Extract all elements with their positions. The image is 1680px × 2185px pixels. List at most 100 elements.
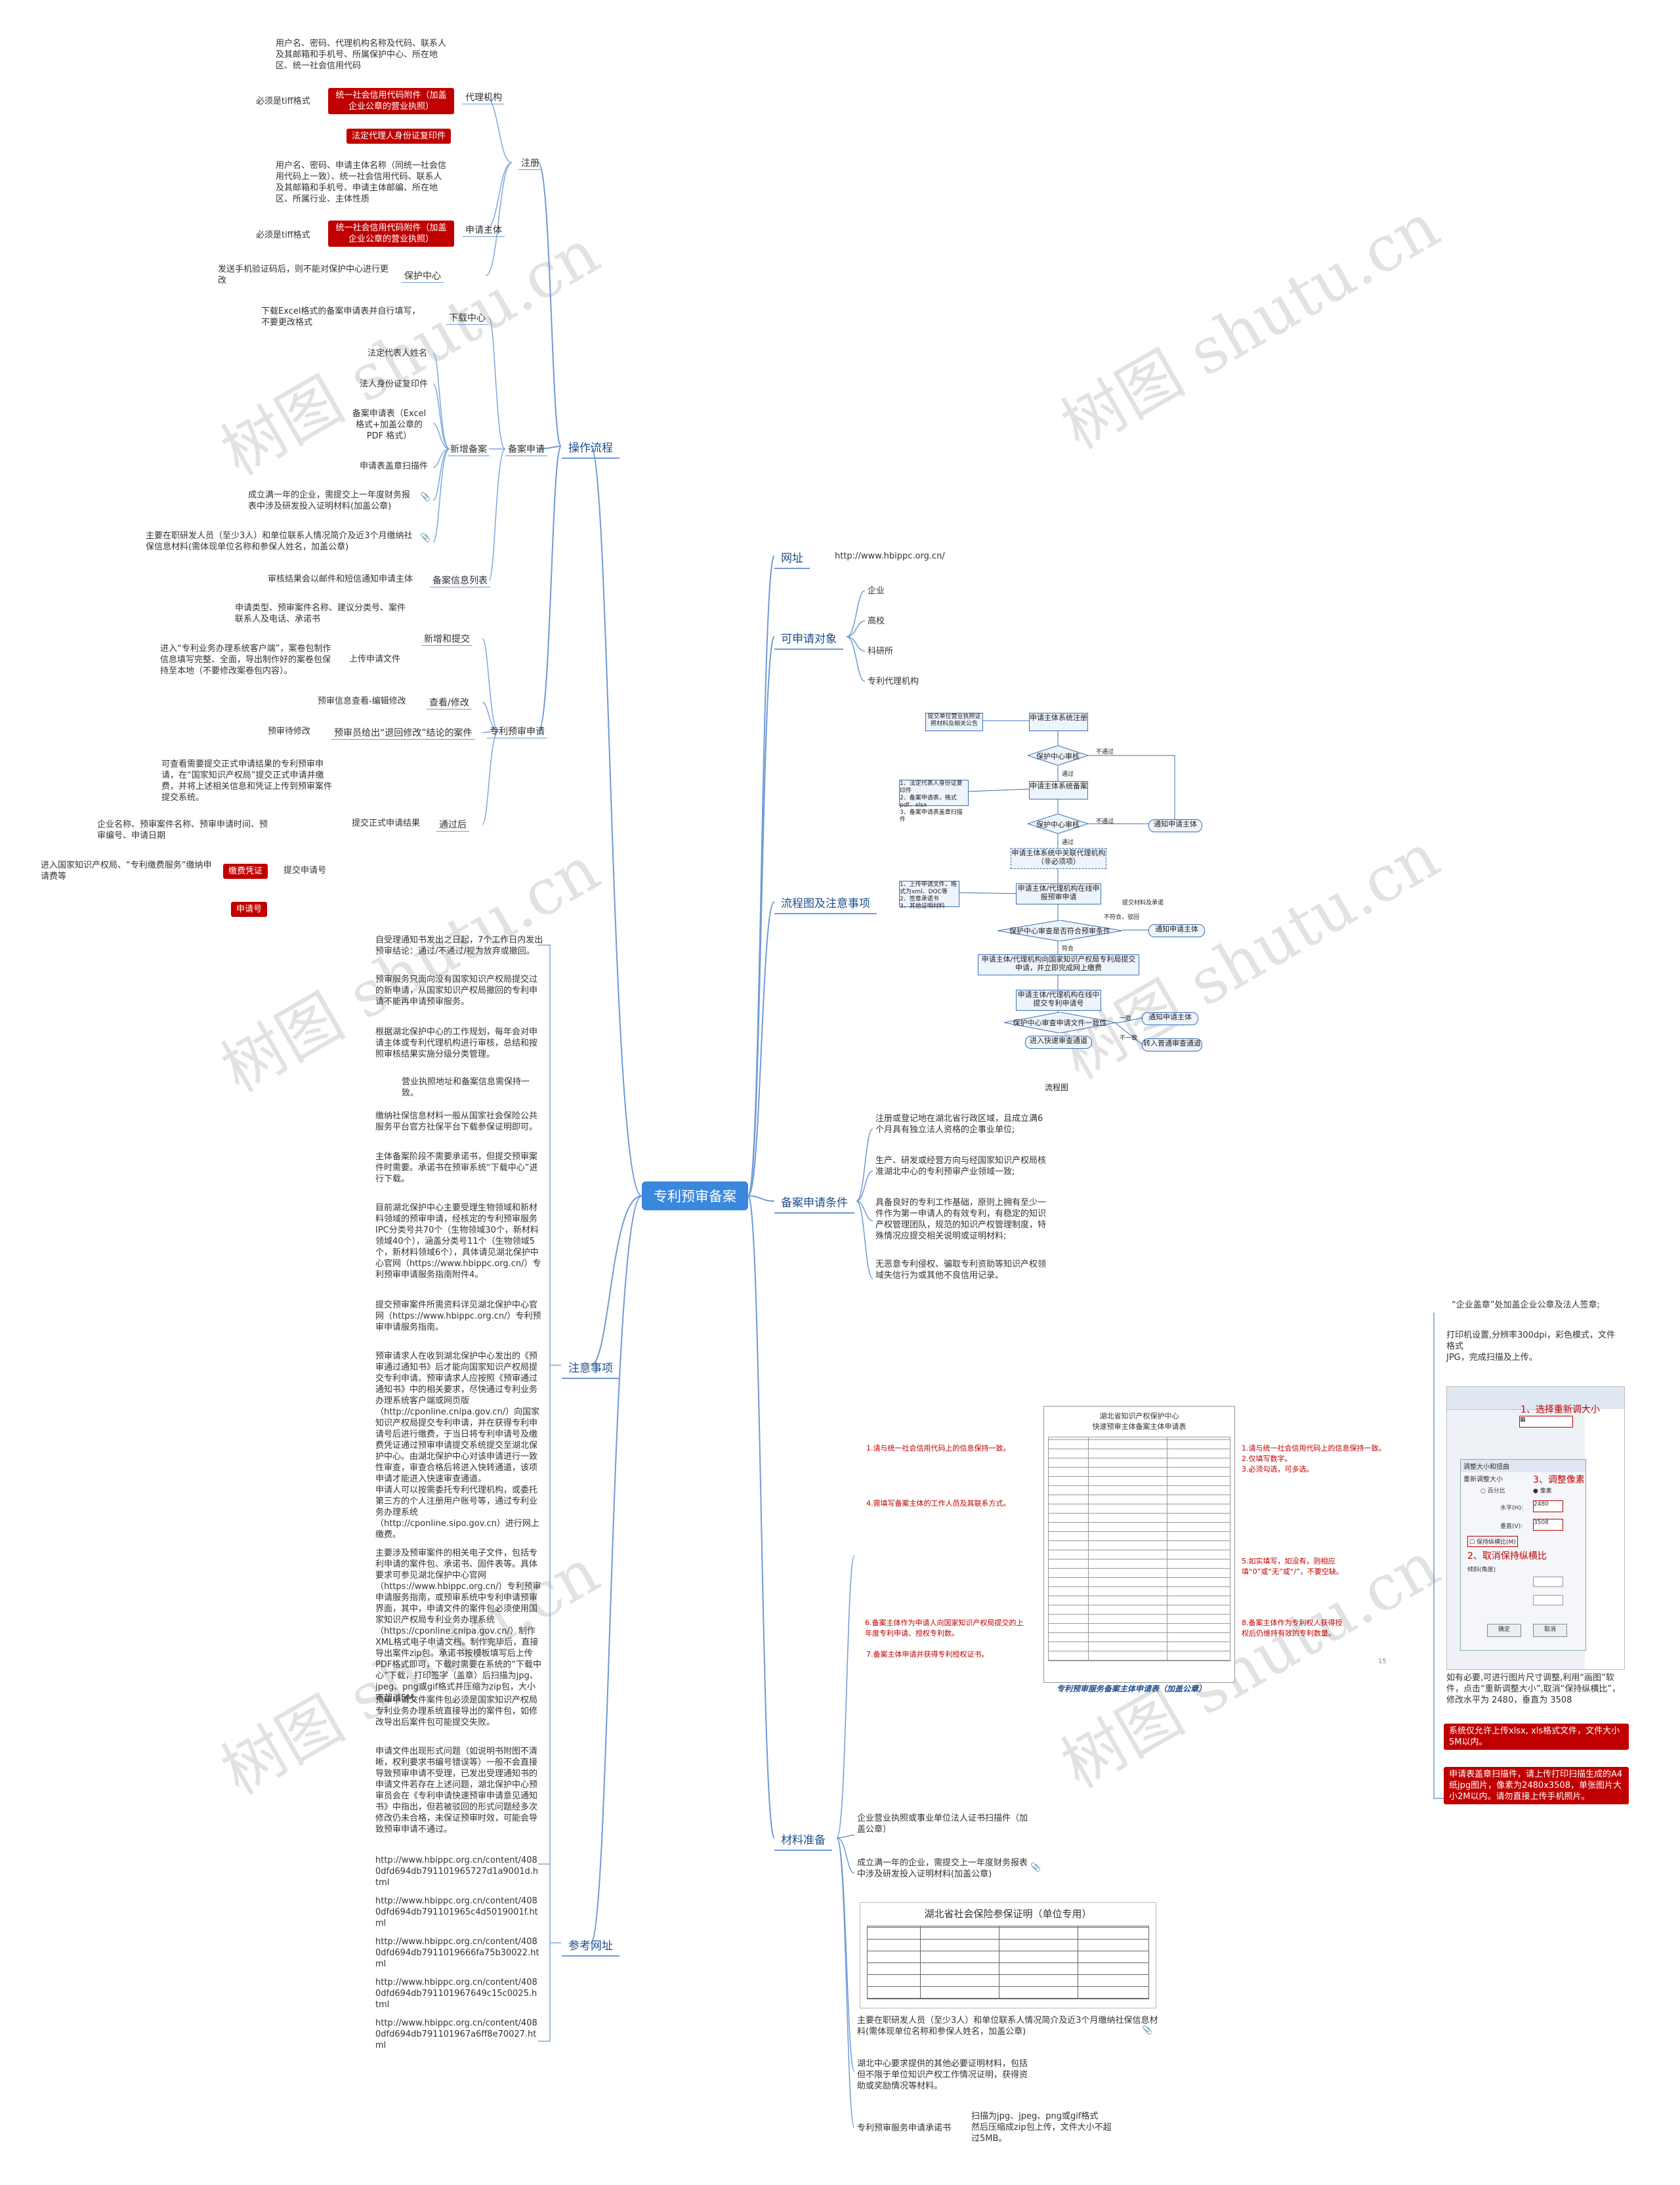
- node-return-modify[interactable]: 预审员给出“退回修改”结论的案件: [331, 726, 475, 740]
- flow-box: 通知申请主体: [1148, 924, 1205, 937]
- form-note: 3.必须勾选，可多选。: [1242, 1465, 1314, 1474]
- agent-info: 用户名、密码、代理机构名称及代码、联系人及其邮箱和手机号、所属保护中心、所在地区…: [276, 39, 447, 71]
- scan-spec-red: 申请表盖章扫描件，请上传打印扫描生成的A4纸jpg图片，像素为2480x3508…: [1444, 1767, 1629, 1804]
- material-item: 湖北中心要求提供的其他必要证明材料，包括但不限于单位知识产权工作情况证明，获得资…: [857, 2059, 1028, 2091]
- node-filing[interactable]: 备案申请: [505, 442, 547, 456]
- resize-button[interactable]: ▦: [1519, 1416, 1573, 1428]
- resize-info: 如有必要,可进行图片尺寸调整,利用“画图”软件，点击“重新调整大小”,取消“保持…: [1446, 1673, 1621, 1705]
- v-input[interactable]: 3508: [1533, 1519, 1563, 1531]
- node-pass[interactable]: 通过后: [436, 818, 469, 832]
- node-operation[interactable]: 操作流程: [562, 436, 620, 459]
- ref-link[interactable]: http://www.hbippc.org.cn/content/4080dfd…: [375, 1896, 538, 1928]
- node-materials[interactable]: 材料准备: [774, 1828, 832, 1851]
- cancel-button[interactable]: 取消: [1533, 1624, 1567, 1637]
- form-page-number: 15: [1378, 1658, 1387, 1665]
- node-notes[interactable]: 注意事项: [562, 1356, 620, 1379]
- root-node[interactable]: 专利预审备案: [642, 1181, 748, 1210]
- submit-info: 可查看需要提交正式申请结果的专利预审申请，在“国家知识产权局”提交正式申请并缴费…: [161, 759, 333, 803]
- form-caption: 专利预审服务备案主体申请表（加盖公章）: [1057, 1684, 1207, 1693]
- flow-decision: 保护中心审查申请文件一致性: [1004, 1012, 1116, 1033]
- ref-link[interactable]: http://www.hbippc.org.cn/content/4080dfd…: [375, 1856, 539, 1888]
- h-label: 水平(H):: [1500, 1505, 1523, 1512]
- modify-info: 预审待修改: [268, 727, 311, 736]
- flow-box: 申请主体/代理机构向国家知识产权局专利局提交申请，并立即完成网上缴费: [978, 954, 1139, 975]
- material-item: 企业营业执照或事业单位法人证书扫描件（加盖公章）: [857, 1814, 1028, 1835]
- note-item: 目前湖北保护中心主要受理生物领域和新材料领域的预审申请，经核定的专利预审服务IP…: [375, 1203, 541, 1280]
- new-item: 主要在职研发人员（至少3人）和单位联系人情况简介及近3个月缴纳社保信息材料(需体…: [146, 531, 413, 552]
- skew-h-input[interactable]: [1533, 1577, 1563, 1587]
- note-item: 缴纳社保信息材料一般从国家社会保险公共服务平台官方社保平台下载参保证明即可。: [375, 1111, 538, 1132]
- px-label: 像素: [1540, 1488, 1552, 1495]
- node-applicant[interactable]: 申请主体: [463, 223, 505, 237]
- form-note: 1.请与统一社会信用代码上的信息保持一致。: [1242, 1444, 1386, 1453]
- v-label: 垂直(V):: [1500, 1523, 1523, 1530]
- flow-box: 申请主体系统注册: [1029, 713, 1088, 731]
- material-item: 成立满一年的企业，需提交上一年度财务报表中涉及研发投入证明材料(加盖公章): [857, 1858, 1028, 1879]
- step1-label: 1、选择重新调大小: [1521, 1405, 1600, 1415]
- flow-box: 进入快速审查通道: [1025, 1036, 1092, 1049]
- applicable-item: 企业: [868, 586, 885, 596]
- node-center[interactable]: 保护中心: [402, 269, 444, 283]
- flowchart: 申请主体系统注册 保护中心审核 申请主体系统备案 保护中心审核 通知申请主体 申…: [899, 708, 1227, 1101]
- node-agent[interactable]: 代理机构: [463, 91, 505, 104]
- filing-list-info: 审核结果会以邮件和短信通知申请主体: [268, 574, 413, 584]
- node-filing-list[interactable]: 备案信息列表: [430, 574, 490, 587]
- pct-radio-icon: ○: [1480, 1488, 1486, 1495]
- condition-item: 生产、研发或经营方向与经国家知识产权局核准湖北中心的专利预审产业领域一致;: [875, 1156, 1047, 1177]
- form-note: 7.备案主体申请并获得专利授权证书。: [866, 1650, 989, 1659]
- attachment-icon: 📎: [420, 533, 431, 543]
- upload-limit-red: 系统仅允许上传xlsx, xls格式文件，文件大小5M以内。: [1444, 1724, 1629, 1750]
- flow-decision: 保护中心审查是否符合预审条件: [998, 920, 1122, 941]
- flow-tag: 不通过: [1096, 818, 1114, 825]
- note-item: 主体备案阶段不需要承诺书，但提交预审案件时需要。承诺书在预审系统“下载中心”进行…: [375, 1152, 538, 1184]
- applicable-item: 专利代理机构: [868, 677, 919, 687]
- note-item: 主要涉及预审案件的相关电子文件，包括专利申请的案件包、承诺书、固件表等。具体要求…: [375, 1548, 542, 1703]
- note-item: 自受理通知书发出之日起，7个工作日内发出预审结论：通过/不通过/视为放弃或撤回。: [375, 935, 543, 956]
- social-proof-title: 湖北省社会保险参保证明（单位专用）: [924, 1908, 1092, 1920]
- dialog-title: 调整大小和扭曲: [1461, 1460, 1586, 1472]
- center-info: 发送手机验证码后，则不能对保护中心进行更改: [218, 265, 389, 286]
- ok-button[interactable]: 确定: [1487, 1624, 1521, 1637]
- upload-info: 进入“专利业务办理系统客户端”，案卷包制作信息填写完整、全面，导出制作好的案卷包…: [160, 644, 331, 676]
- new-item: 法定代表人姓名: [368, 349, 428, 358]
- ref-link[interactable]: http://www.hbippc.org.cn/content/4080dfd…: [375, 1937, 539, 1969]
- pct-option[interactable]: ○ 百分比: [1480, 1486, 1505, 1495]
- flowchart-arrows: [953, 720, 1175, 1045]
- node-conditions[interactable]: 备案申请条件: [774, 1191, 854, 1214]
- node-view-modify[interactable]: 查看/修改: [427, 696, 472, 710]
- scan-print: 打印机设置,分辨率300dpi，彩色模式，文件格式 JPG，完成扫描及上传。: [1446, 1330, 1616, 1363]
- h-input[interactable]: 2480: [1533, 1500, 1563, 1512]
- flow-side-note: 1、上传申请文件，格式为xml、DOC等 2、签章承诺书 3、其他证明材料: [899, 881, 959, 910]
- node-flow[interactable]: 流程图及注意事项: [774, 891, 877, 914]
- node-preexam[interactable]: 专利预审申请: [487, 725, 547, 738]
- skew-v-input[interactable]: [1533, 1595, 1563, 1605]
- applicable-item: 高校: [868, 616, 885, 626]
- node-applicable[interactable]: 可申请对象: [774, 627, 843, 650]
- flow-tag: 通过: [1062, 839, 1074, 846]
- website-url[interactable]: http://www.hbippc.org.cn/: [835, 551, 945, 561]
- flow-decision-label: 保护中心审核: [1036, 752, 1080, 761]
- node-register[interactable]: 注册: [518, 156, 542, 170]
- condition-item: 注册或登记地在湖北省行政区域，且成立满6个月具有独立法人资格的企事业单位;: [875, 1114, 1043, 1135]
- flow-decision: 保护中心审核: [1028, 814, 1088, 834]
- ref-link[interactable]: http://www.hbippc.org.cn/content/4080dfd…: [375, 1978, 537, 2010]
- keep-ratio-checkbox[interactable]: ☐ 保持纵横比(M): [1467, 1536, 1518, 1547]
- flow-side-note: 提交单位营业执照证照材料及相关公告: [925, 713, 983, 731]
- node-website[interactable]: 网址: [774, 546, 810, 569]
- ref-link[interactable]: http://www.hbippc.org.cn/content/4080dfd…: [375, 2018, 537, 2050]
- flow-decision-label: 保护中心审查是否符合预审条件: [1009, 927, 1110, 935]
- social-proof-grid: [867, 1926, 1149, 1999]
- app-no-red: 申请号: [231, 902, 268, 917]
- px-option[interactable]: ● 像素: [1533, 1486, 1552, 1495]
- node-download[interactable]: 下载中心: [446, 311, 488, 325]
- form-subtitle: 快速预审主体备案主体申请表: [1092, 1422, 1186, 1431]
- flow-caption: 流程图: [1045, 1083, 1069, 1092]
- agent-license-red: 统一社会信用代码附件（加盖企业公章的营业执照）: [328, 88, 454, 114]
- node-add-submit[interactable]: 新增和提交: [421, 632, 472, 646]
- node-refs[interactable]: 参考网址: [562, 1934, 620, 1957]
- node-new-filing[interactable]: 新增备案: [448, 442, 490, 456]
- attachment-icon: 📎: [420, 492, 431, 502]
- form-note: 6.备案主体作为申请人向国家知识产权局提交的上年度专利申请、授权专利数。: [865, 1619, 1024, 1638]
- checkbox-icon: ☐: [1469, 1539, 1475, 1546]
